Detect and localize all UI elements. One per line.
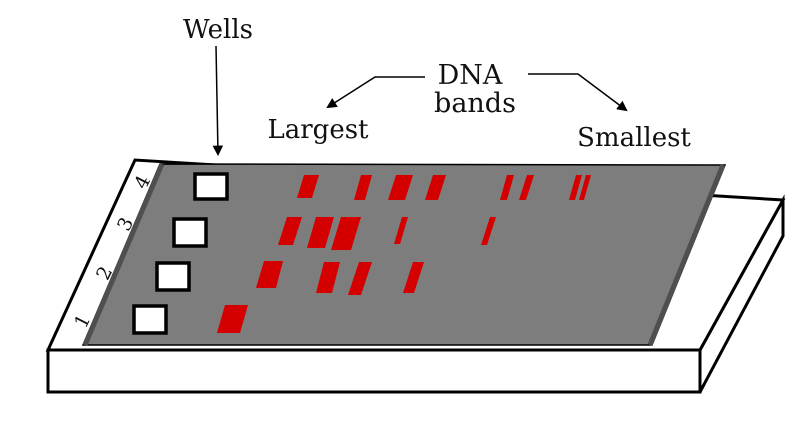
dna-band — [500, 175, 514, 200]
dna-band — [354, 175, 372, 200]
dna-band — [388, 175, 413, 200]
dna-band — [425, 175, 446, 200]
largest-label: Largest — [267, 115, 369, 145]
wells-arrow — [212, 45, 224, 157]
dna-bands-label-line2: bands — [434, 88, 516, 119]
arrow-to-smallest — [528, 73, 628, 112]
dna-bands-label-line1: DNA — [438, 60, 503, 91]
dna-band — [217, 305, 248, 333]
gel-left-edge — [82, 163, 165, 346]
gel-right-edge — [647, 164, 726, 346]
dna-band — [297, 175, 319, 198]
slab-front-face — [46, 348, 702, 394]
dna-band — [348, 262, 372, 295]
dna-band — [579, 175, 591, 200]
well-lane-4 — [193, 172, 229, 201]
well-lane-2 — [155, 261, 191, 292]
dna-band — [481, 217, 496, 245]
dna-band — [278, 217, 302, 245]
dna-band — [394, 217, 408, 244]
dna-band — [256, 261, 283, 288]
dna-band — [403, 262, 424, 293]
arrow-to-largest — [326, 76, 425, 109]
dna-band — [569, 175, 582, 200]
smallest-label: Smallest — [577, 123, 691, 153]
wells-label: Wells — [183, 15, 253, 45]
dna-band — [307, 217, 334, 248]
dna-band — [316, 262, 340, 293]
dna-band — [331, 217, 361, 250]
dna-band — [519, 175, 534, 200]
well-lane-1 — [132, 304, 168, 335]
well-lane-3 — [172, 217, 208, 248]
